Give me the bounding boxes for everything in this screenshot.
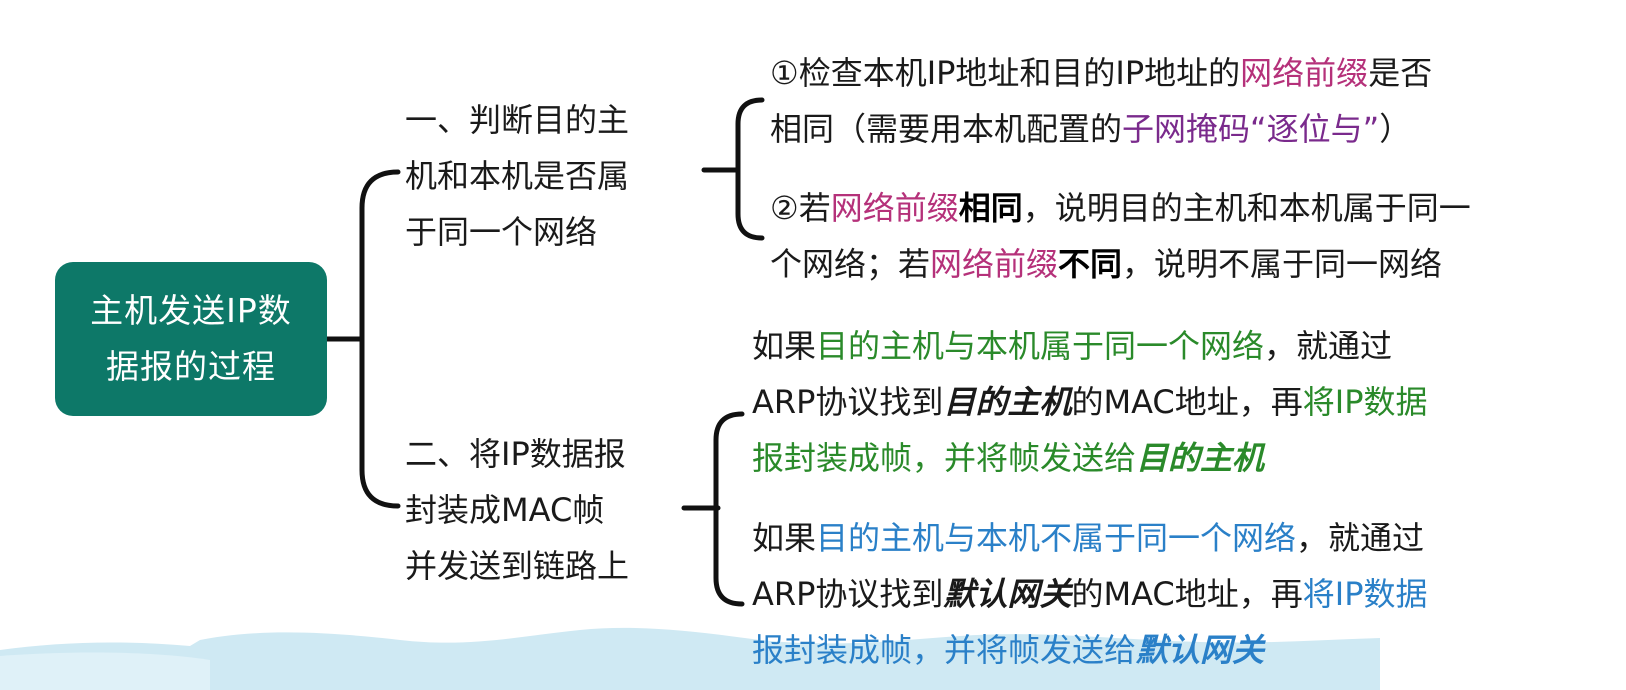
different-emphasis: 不同 — [1058, 245, 1123, 283]
step1-item1-line1: ①检查本机IP地址和目的IP地址的网络前缀是否 — [770, 45, 1432, 101]
step2-item2-line2: ARP协议找到默认网关的MAC地址，再将IP数据 — [752, 566, 1428, 622]
root-node: 主机发送IP数 据报的过程 — [55, 262, 327, 416]
step2-line1: 二、将IP数据报 — [405, 435, 626, 473]
step1-item1: ①检查本机IP地址和目的IP地址的网络前缀是否 相同（需要用本机配置的子网掩码“… — [770, 45, 1432, 157]
step1-item2: ②若网络前缀相同，说明目的主机和本机属于同一 个网络；若网络前缀不同，说明不属于… — [770, 180, 1471, 292]
network-prefix-term: 网络前缀 — [1240, 54, 1369, 92]
default-gateway-term: 默认网关 — [943, 575, 1072, 613]
text: ②若 — [770, 189, 831, 227]
root-title-line2: 据报的过程 — [106, 347, 276, 386]
step2-item2: 如果目的主机与本机不属于同一个网络，就通过 ARP协议找到默认网关的MAC地址，… — [752, 510, 1428, 678]
step1-item2-line1: ②若网络前缀相同，说明目的主机和本机属于同一 — [770, 180, 1471, 236]
encapsulate-action: 将IP数据 — [1302, 575, 1428, 613]
same-emphasis: 相同 — [958, 189, 1023, 227]
diff-network-condition: 目的主机与本机不属于同一个网络 — [816, 519, 1297, 557]
text: ，就通过 — [1296, 519, 1425, 557]
root-title-line1: 主机发送IP数 — [90, 291, 292, 330]
text: ARP协议找到 — [752, 383, 944, 421]
text: ARP协议找到 — [752, 575, 944, 613]
step2-line3: 并发送到链路上 — [405, 547, 630, 585]
text: 报封装成帧，并将帧发送给 — [752, 439, 1137, 477]
step1-item2-line2: 个网络；若网络前缀不同，说明不属于同一网络 — [770, 236, 1471, 292]
text: ，就通过 — [1264, 327, 1393, 365]
text: ，说明目的主机和本机属于同一 — [1022, 189, 1471, 227]
text: 个网络；若 — [770, 245, 931, 283]
step1-line3: 于同一个网络 — [405, 213, 598, 251]
text: 如果 — [752, 327, 817, 365]
step2-item1: 如果目的主机与本机属于同一个网络，就通过 ARP协议找到目的主机的MAC地址，再… — [752, 318, 1428, 486]
text: ①检查本机IP地址和目的IP地址的 — [770, 54, 1241, 92]
dest-host-term: 目的主机 — [1136, 439, 1265, 477]
same-network-condition: 目的主机与本机属于同一个网络 — [816, 327, 1265, 365]
branch-step1: 一、判断目的主 机和本机是否属 于同一个网络 — [405, 92, 629, 260]
text: ） — [1379, 110, 1412, 148]
text: 相同（需要用本机配置的 — [770, 110, 1123, 148]
branch-step2: 二、将IP数据报 封装成MAC帧 并发送到链路上 — [405, 426, 629, 594]
text: 是否 — [1368, 54, 1433, 92]
step2-line2: 封装成MAC帧 — [405, 491, 605, 529]
step1-item1-line2: 相同（需要用本机配置的子网掩码“逐位与”） — [770, 101, 1432, 157]
step2-item1-line1: 如果目的主机与本机属于同一个网络，就通过 — [752, 318, 1428, 374]
default-gateway-term: 默认网关 — [1136, 631, 1265, 669]
text: 的MAC地址，再 — [1071, 383, 1303, 421]
text: 报封装成帧，并将帧发送给 — [752, 631, 1137, 669]
subnet-mask-term: 子网掩码“逐位与” — [1122, 110, 1380, 148]
step2-item2-line1: 如果目的主机与本机不属于同一个网络，就通过 — [752, 510, 1428, 566]
step2-item2-line3: 报封装成帧，并将帧发送给默认网关 — [752, 622, 1428, 678]
step2-item1-line2: ARP协议找到目的主机的MAC地址，再将IP数据 — [752, 374, 1428, 430]
step1-line1: 一、判断目的主 — [405, 101, 630, 139]
text: 的MAC地址，再 — [1071, 575, 1303, 613]
step1-line2: 机和本机是否属 — [405, 157, 630, 195]
text: 如果 — [752, 519, 817, 557]
encapsulate-action: 将IP数据 — [1302, 383, 1428, 421]
step2-item1-line3: 报封装成帧，并将帧发送给目的主机 — [752, 430, 1428, 486]
dest-host-term: 目的主机 — [943, 383, 1072, 421]
network-prefix-term: 网络前缀 — [930, 245, 1059, 283]
text: ，说明不属于同一网络 — [1122, 245, 1443, 283]
network-prefix-term: 网络前缀 — [830, 189, 959, 227]
